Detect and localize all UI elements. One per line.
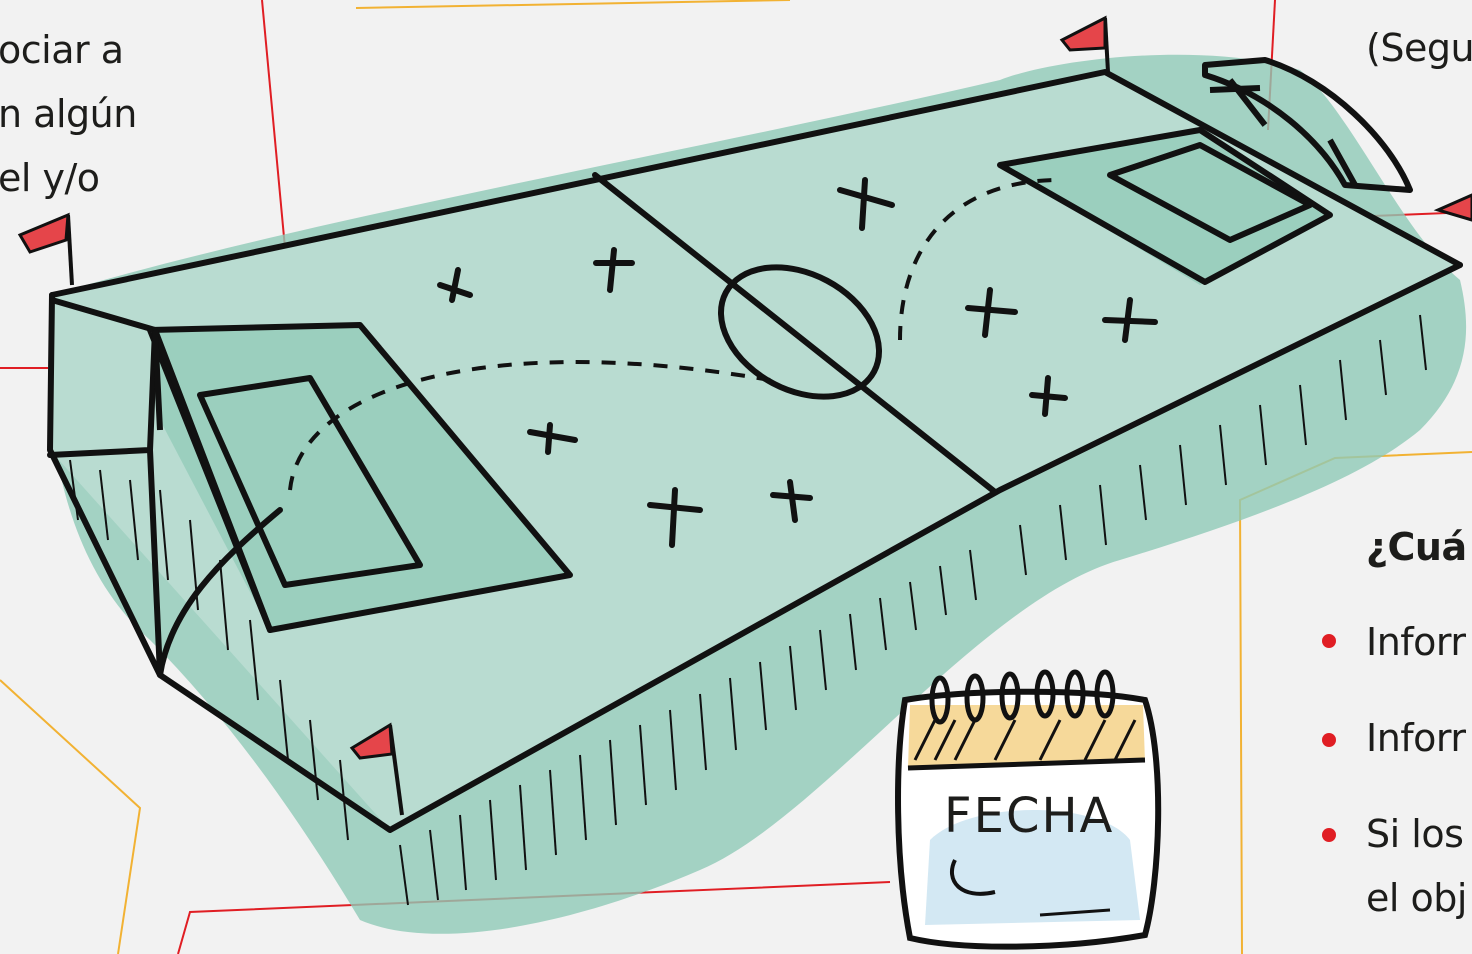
left-text-line-2: n algún xyxy=(0,82,137,146)
bullet xyxy=(1322,733,1336,747)
flag-icon xyxy=(20,215,72,285)
right-panel-item-2: Inforr xyxy=(1366,706,1466,770)
right-panel-continuation: el obj xyxy=(1366,866,1467,930)
left-text-line-3: el y/o xyxy=(0,146,100,210)
bullet xyxy=(1322,634,1336,648)
flag-icon xyxy=(1438,195,1472,220)
right-panel-item-1: Inforr xyxy=(1366,610,1466,674)
right-panel-item-3: Si los xyxy=(1366,802,1463,866)
right-panel-heading: ¿Cuá xyxy=(1366,515,1467,579)
top-right-text: (Segu xyxy=(1366,16,1472,80)
left-text-line-1: ociar a xyxy=(0,18,123,82)
calendar-label: FECHA xyxy=(944,788,1134,844)
soccer-field-sketch xyxy=(20,18,1472,947)
bullet xyxy=(1322,828,1336,842)
